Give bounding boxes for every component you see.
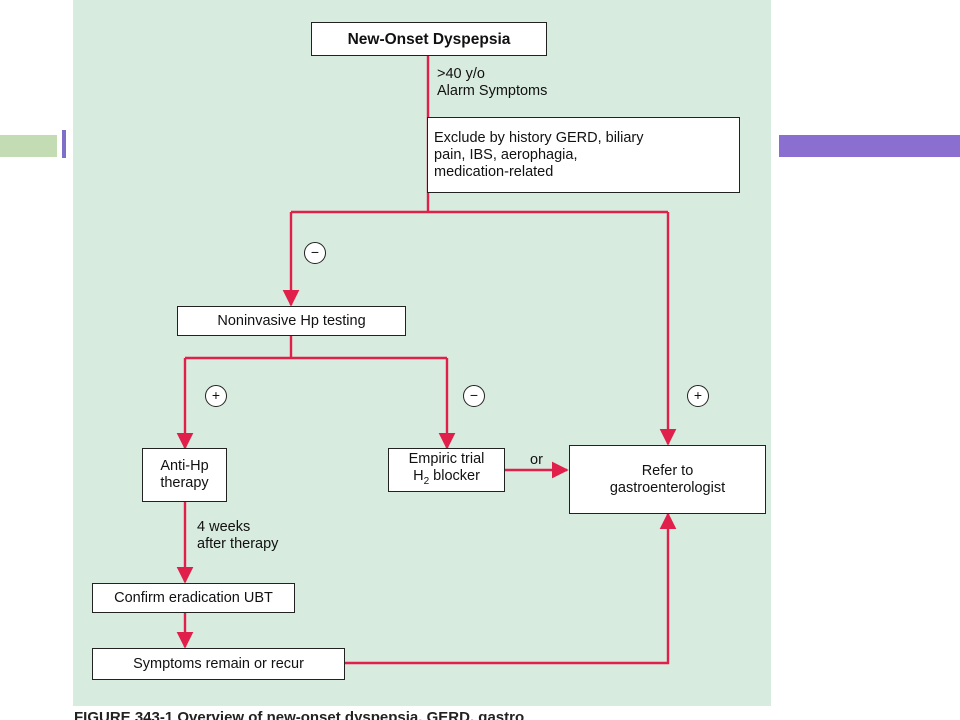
node-symptoms-remain-text: Symptoms remain or recur [133,655,304,672]
node-noninvasive-hp-testing: Noninvasive Hp testing [177,306,406,336]
node-new-onset-dyspepsia: New-Onset Dyspepsia [311,22,547,56]
node-symptoms-remain: Symptoms remain or recur [92,648,345,680]
negative-circle-2: − [463,385,485,407]
node-exclude-history-text: Exclude by history GERD, biliary pain, I… [434,129,644,180]
left-accent-bar [0,135,57,157]
empiric-subscript: 2 [423,475,430,487]
label-or: or [530,452,543,468]
empiric-suffix: blocker [429,467,480,484]
label-age-alarm: >40 y/o Alarm Symptoms [437,66,548,99]
node-new-onset-dyspepsia-text: New-Onset Dyspepsia [347,30,511,48]
label-four-weeks: 4 weeks after therapy [197,519,279,552]
node-anti-hp-therapy-text: Anti-Hp therapy [160,458,209,491]
right-accent-bar [779,135,960,157]
left-accent-tick [62,130,66,158]
edge-symptoms-to-refer [345,512,677,665]
node-anti-hp-therapy: Anti-Hp therapy [142,448,227,502]
positive-circle-left: + [205,385,227,407]
node-confirm-eradication: Confirm eradication UBT [92,583,295,613]
node-exclude-history: Exclude by history GERD, biliary pain, I… [427,117,740,193]
node-empiric-trial: Empiric trial H2 blocker [388,448,505,492]
node-empiric-trial-text: Empiric trial H2 blocker [409,451,485,490]
positive-circle-right: + [687,385,709,407]
node-refer-gastroenterologist: Refer to gastroenterologist [569,445,766,514]
node-noninvasive-hp-testing-text: Noninvasive Hp testing [217,312,366,329]
empiric-prefix: Empiric trial H [408,450,485,484]
negative-circle-1: − [304,242,326,264]
node-confirm-eradication-text: Confirm eradication UBT [114,589,273,606]
node-refer-gastroenterologist-text: Refer to gastroenterologist [609,462,726,496]
figure-caption: FIGURE 343-1 Overview of new-onset dyspe… [74,709,525,720]
